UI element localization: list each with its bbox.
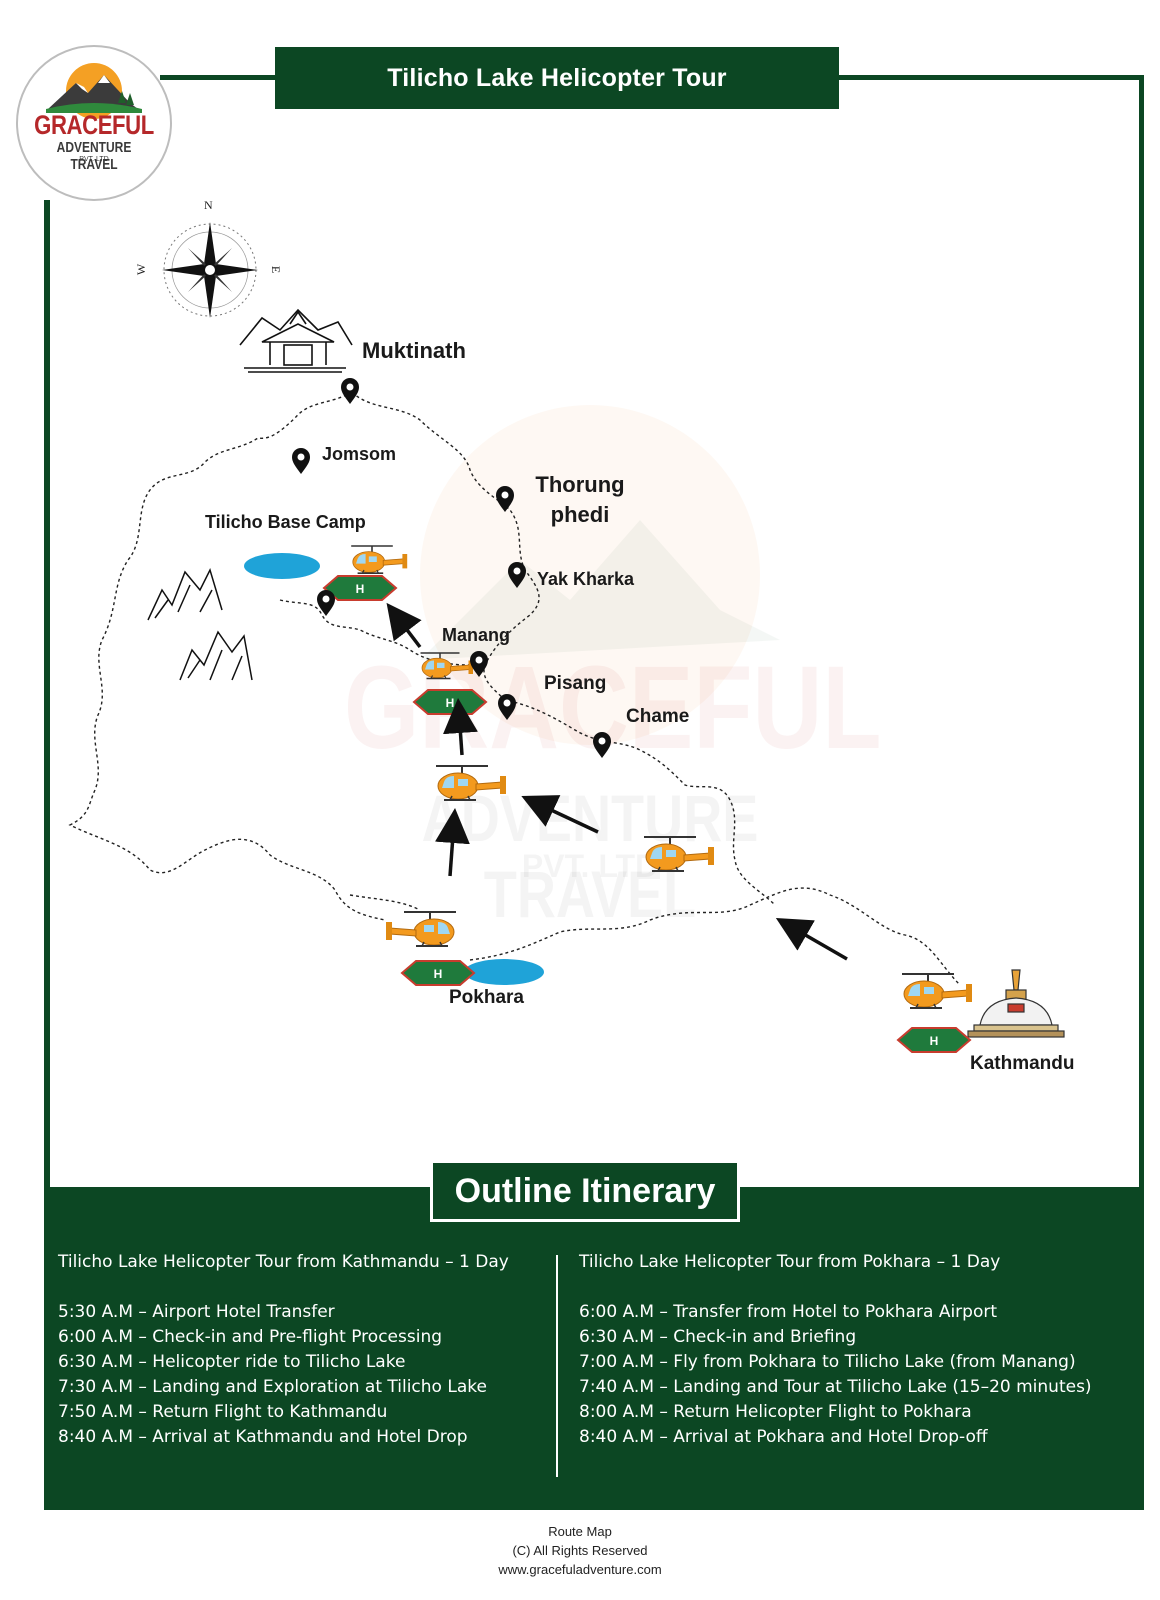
mountain-sketch-icon <box>147 567 253 681</box>
itinerary-item: 8:40 A.M – Arrival at Kathmandu and Hote… <box>58 1427 468 1447</box>
itinerary-item: 7:40 A.M – Landing and Tour at Tilicho L… <box>579 1377 1092 1397</box>
itinerary-kathmandu: Tilicho Lake Helicopter Tour from Kathma… <box>58 1250 538 1450</box>
itinerary-item: 6:00 A.M – Transfer from Hotel to Pokhar… <box>579 1302 998 1322</box>
place-label-jomsom: Jomsom <box>322 444 397 464</box>
place-label-thorung-phedi: Thorung phedi <box>535 472 625 527</box>
pokhara-upper-path <box>349 894 421 911</box>
tilicho-lake-icon <box>244 553 320 579</box>
itinerary-title: Outline Itinerary <box>430 1160 740 1222</box>
pokhara-kathmandu-path <box>469 887 961 986</box>
itinerary-item: 8:40 A.M – Arrival at Pokhara and Hotel … <box>579 1427 988 1447</box>
itinerary-item: 8:00 A.M – Return Helicopter Flight to P… <box>579 1402 972 1422</box>
itinerary-panel <box>44 1187 1144 1510</box>
itinerary-divider <box>556 1255 558 1477</box>
itinerary-pokhara-heading: Tilicho Lake Helicopter Tour from Pokhar… <box>579 1252 1001 1272</box>
place-label-pisang: Pisang <box>544 673 607 694</box>
helicopter-icon <box>350 545 973 1009</box>
place-label-pokhara: Pokhara <box>449 987 524 1008</box>
itinerary-item: 6:30 A.M – Helicopter ride to Tilicho La… <box>58 1352 406 1372</box>
logo-mountain-icon <box>46 63 142 119</box>
place-label-kathmandu: Kathmandu <box>970 1053 1075 1074</box>
manang-circuit-path <box>351 391 776 906</box>
page-title: Tilicho Lake Helicopter Tour <box>275 47 839 109</box>
footer-route-map: Route Map <box>548 1524 612 1539</box>
logo-name: GRACEFUL <box>34 110 154 140</box>
watermark-subtitle: ADVENTURE TRAVEL <box>421 781 759 931</box>
place-label-yak-kharka: Yak Kharka <box>537 569 635 589</box>
compass-icon <box>162 222 258 318</box>
place-label-tilicho-base-camp: Tilicho Base Camp <box>205 512 366 532</box>
svg-text:H: H <box>434 967 443 981</box>
frame-left <box>44 200 50 1220</box>
footer-website-link[interactable]: www.gracefuladventure.com <box>498 1562 662 1577</box>
logo-suffix: PVT. LTD <box>79 156 109 163</box>
flight-direction-arrow-icon <box>386 602 848 961</box>
place-label-muktinath: Muktinath <box>362 338 466 363</box>
itinerary-item: 7:30 A.M – Landing and Exploration at Ti… <box>58 1377 487 1397</box>
helipad-icon: H H H H <box>322 575 972 1053</box>
itinerary-item: 6:30 A.M – Check-in and Briefing <box>579 1327 857 1347</box>
footer-copyright: (C) All Rights Reserved <box>512 1543 648 1558</box>
svg-text:H: H <box>446 696 455 710</box>
phewa-lake-icon <box>464 959 544 985</box>
itinerary-kathmandu-heading: Tilicho Lake Helicopter Tour from Kathma… <box>58 1252 509 1272</box>
place-label-chame: Chame <box>626 706 690 727</box>
itinerary-item: 5:30 A.M – Airport Hotel Transfer <box>58 1302 335 1322</box>
itinerary-pokhara: Tilicho Lake Helicopter Tour from Pokhar… <box>579 1250 1139 1450</box>
frame-right <box>1139 75 1144 1220</box>
footer: Route Map (C) All Rights Reserved www.gr… <box>0 1522 1160 1579</box>
svg-text:H: H <box>356 582 365 596</box>
kathmandu-stupa-icon <box>967 969 1065 1038</box>
itinerary-item: 7:50 A.M – Return Flight to Kathmandu <box>58 1402 388 1422</box>
compass-north-label: N <box>204 198 213 212</box>
muktinath-temple-icon <box>239 308 353 373</box>
company-logo: GRACEFUL ADVENTURE TRAVEL PVT. LTD <box>16 45 172 201</box>
route-map: H H H H <box>68 308 1065 1053</box>
svg-text:H: H <box>930 1034 939 1048</box>
logo-subtitle: ADVENTURE TRAVEL <box>56 139 132 173</box>
itinerary-item: 7:00 A.M – Fly from Pokhara to Tilicho L… <box>579 1352 1076 1372</box>
watermark-suffix: PVT. LTD <box>521 848 659 884</box>
place-label-manang: Manang <box>442 625 511 645</box>
itinerary-item: 6:00 A.M – Check-in and Pre-flight Proce… <box>58 1327 443 1347</box>
outer-trail-path <box>68 391 386 921</box>
